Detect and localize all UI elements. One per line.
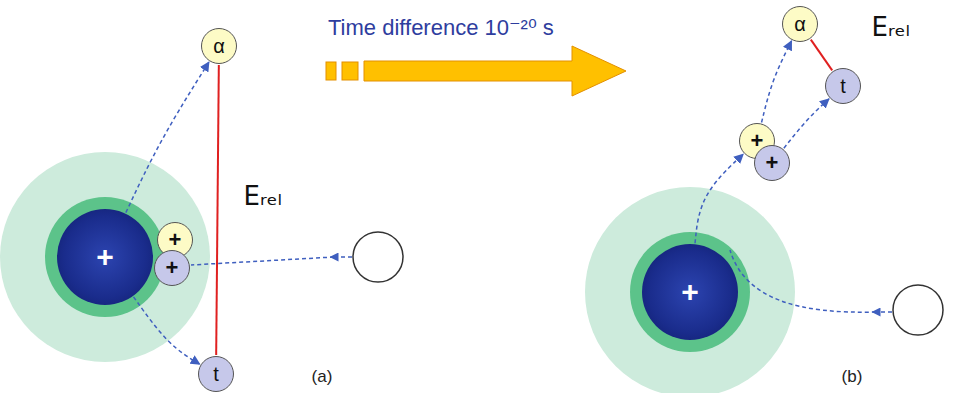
node-text: + [169, 229, 182, 251]
energy-label: Eᵣₑₗ [244, 182, 282, 211]
emission-path [695, 154, 743, 243]
node-text: t [213, 364, 219, 384]
emission-path [126, 62, 209, 213]
nucleus: + [642, 244, 738, 340]
node-text: + [766, 152, 779, 174]
node-text: + [96, 242, 114, 272]
emission-path [762, 41, 792, 123]
nucleus-halo [585, 187, 795, 393]
node-text: α [794, 14, 806, 34]
panel-label: (b) [842, 368, 863, 387]
node-text: t [840, 76, 846, 96]
proton-charge: + [754, 145, 790, 181]
time-arrow [364, 46, 626, 96]
emission-path [784, 99, 829, 148]
energy-label: Eᵣₑₗ [872, 13, 910, 42]
projectile-path [191, 257, 334, 265]
node-text: α [213, 36, 225, 56]
alpha-particle: α [782, 6, 818, 42]
nucleus-ring [45, 197, 165, 317]
triton-particle: t [198, 356, 234, 392]
node-text: + [681, 277, 699, 307]
nucleus-halo [0, 152, 210, 362]
emission-path [134, 297, 200, 364]
arrow-dash [326, 62, 336, 80]
nucleus: + [57, 209, 153, 305]
projectile-path [876, 311, 892, 313]
projectile-path [730, 250, 876, 312]
relative-energy-line [811, 40, 832, 71]
proton-charge: + [154, 250, 190, 286]
relative-energy-line [216, 65, 219, 355]
triton-particle: t [825, 68, 861, 104]
projectile-circle [353, 232, 403, 282]
projectile-circle [893, 285, 943, 335]
alpha-particle: α [201, 28, 237, 64]
arrow-dash [342, 62, 358, 80]
panel-label: (a) [312, 368, 333, 387]
node-text: + [166, 257, 179, 279]
nucleus-ring [630, 232, 750, 352]
time-caption: Time difference 10⁻²⁰ s [328, 16, 554, 40]
projectile-path [334, 256, 352, 258]
